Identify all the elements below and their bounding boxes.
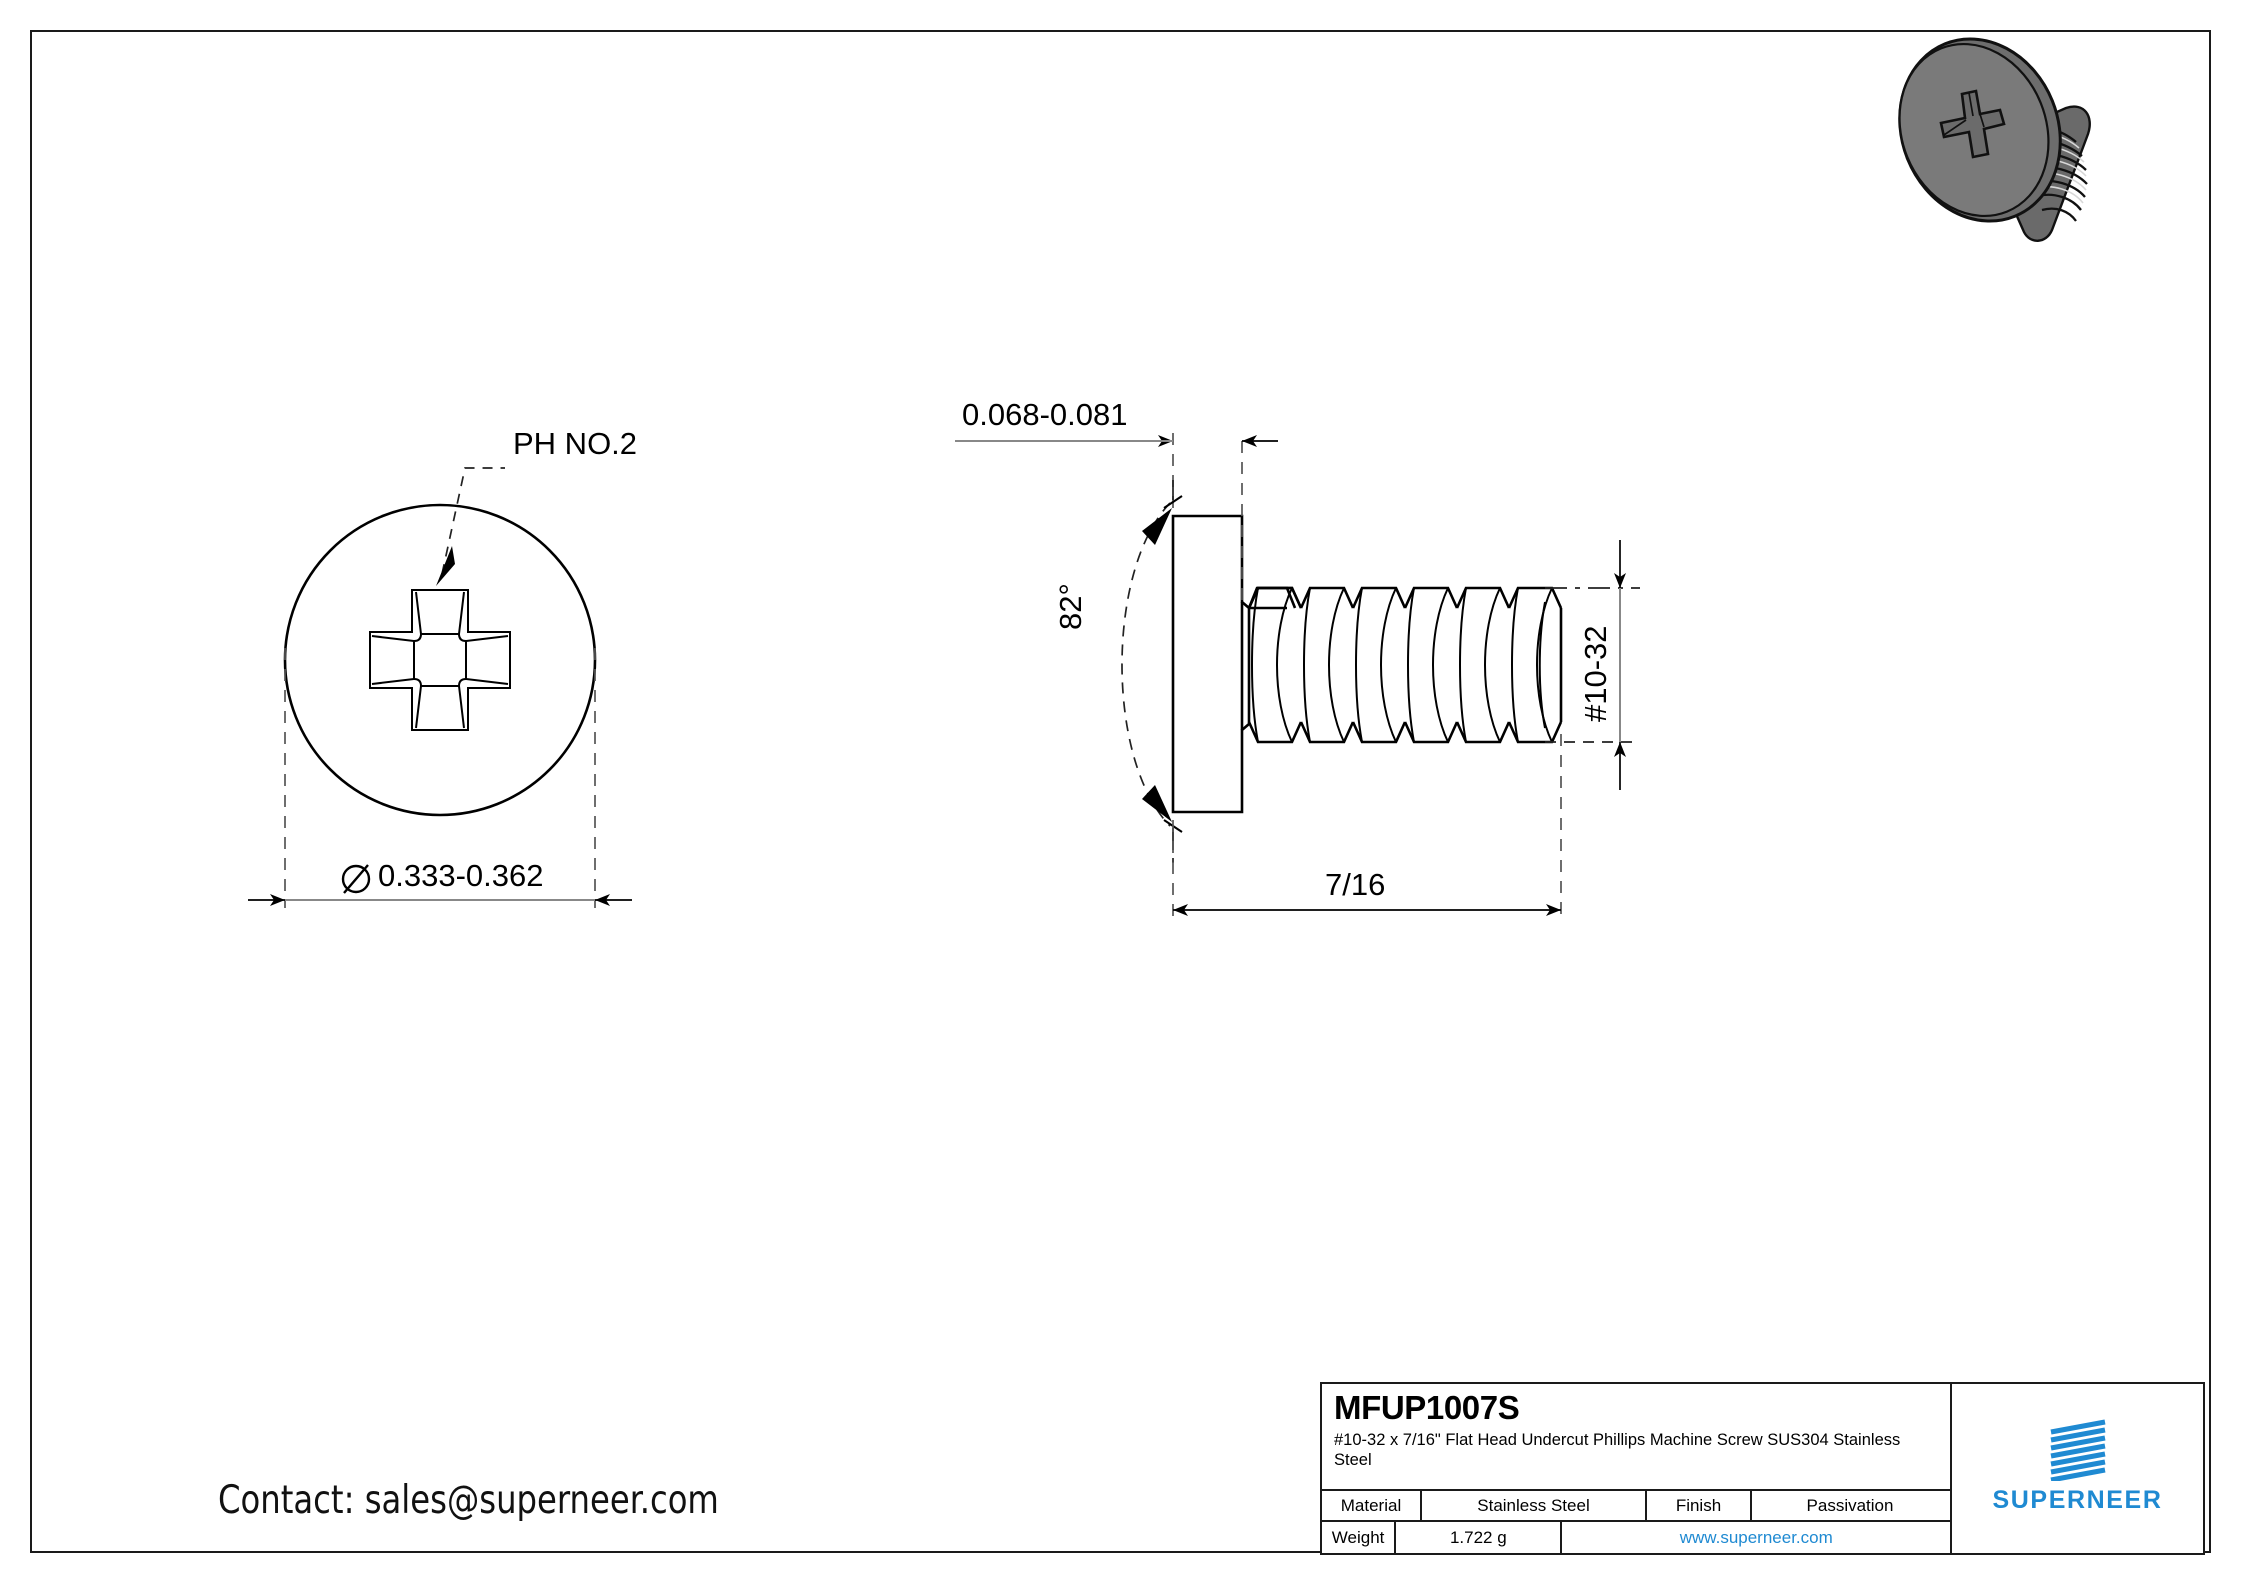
part-description: #10-32 x 7/16" Flat Head Undercut Philli…	[1334, 1430, 1934, 1472]
title-block-left: MFUP1007S #10-32 x 7/16" Flat Head Under…	[1322, 1384, 1952, 1553]
material-label: Material	[1322, 1491, 1422, 1520]
isometric-screw-preview	[1898, 37, 2091, 242]
ph-callout-label: PH NO.2	[513, 426, 638, 461]
angle-arrow-bottom	[1142, 785, 1172, 822]
contact-text: Contact: sales@superneer.com	[218, 1478, 719, 1523]
angle-arrow-top	[1142, 508, 1172, 545]
title-block-description-area: MFUP1007S #10-32 x 7/16" Flat Head Under…	[1322, 1384, 1950, 1491]
head-angle-label: 82°	[1053, 583, 1088, 630]
diameter-symbol	[341, 864, 371, 894]
angle-arc	[1121, 502, 1171, 827]
part-number: MFUP1007S	[1334, 1389, 1520, 1426]
head-thickness-label: 0.068-0.081	[962, 397, 1128, 432]
ph-callout-leader	[441, 467, 505, 575]
brand-name: SUPERNEER	[1992, 1485, 2163, 1514]
phillips-recess	[369, 589, 511, 731]
head-outline-circle	[283, 503, 597, 817]
part-description-line2: Screw SUS304 Stainless Steel	[1334, 1430, 1901, 1470]
material-value: Stainless Steel	[1422, 1491, 1647, 1520]
website-link[interactable]: www.superneer.com	[1679, 1527, 1833, 1547]
sheet-border	[30, 30, 2211, 1553]
side-view-group	[955, 432, 1640, 920]
weight-row: Weight 1.722 g www.superneer.com	[1322, 1522, 1950, 1553]
ph-callout-arrowhead	[436, 546, 455, 586]
title-block: MFUP1007S #10-32 x 7/16" Flat Head Under…	[1320, 1382, 2205, 1555]
superneer-logo-icon	[2050, 1418, 2105, 1481]
length-dim-label: 7/16	[1325, 867, 1386, 902]
finish-label: Finish	[1647, 1491, 1752, 1520]
thread-size-label: #10-32	[1578, 625, 1613, 722]
thread-shank	[1247, 586, 1563, 744]
preview-recess-flutes	[1943, 92, 1985, 156]
screw-head-profile	[1171, 514, 1251, 814]
part-description-line1: #10-32 x 7/16" Flat Head Undercut Philli…	[1334, 1430, 1713, 1449]
material-row: Material Stainless Steel Finish Passivat…	[1322, 1491, 1950, 1522]
weight-value: 1.722 g	[1396, 1522, 1563, 1553]
brand-logo: SUPERNEER	[1952, 1384, 2203, 1553]
finish-value: Passivation	[1806, 1495, 1894, 1515]
top-view-group	[248, 467, 632, 908]
weight-label: Weight	[1322, 1522, 1397, 1553]
